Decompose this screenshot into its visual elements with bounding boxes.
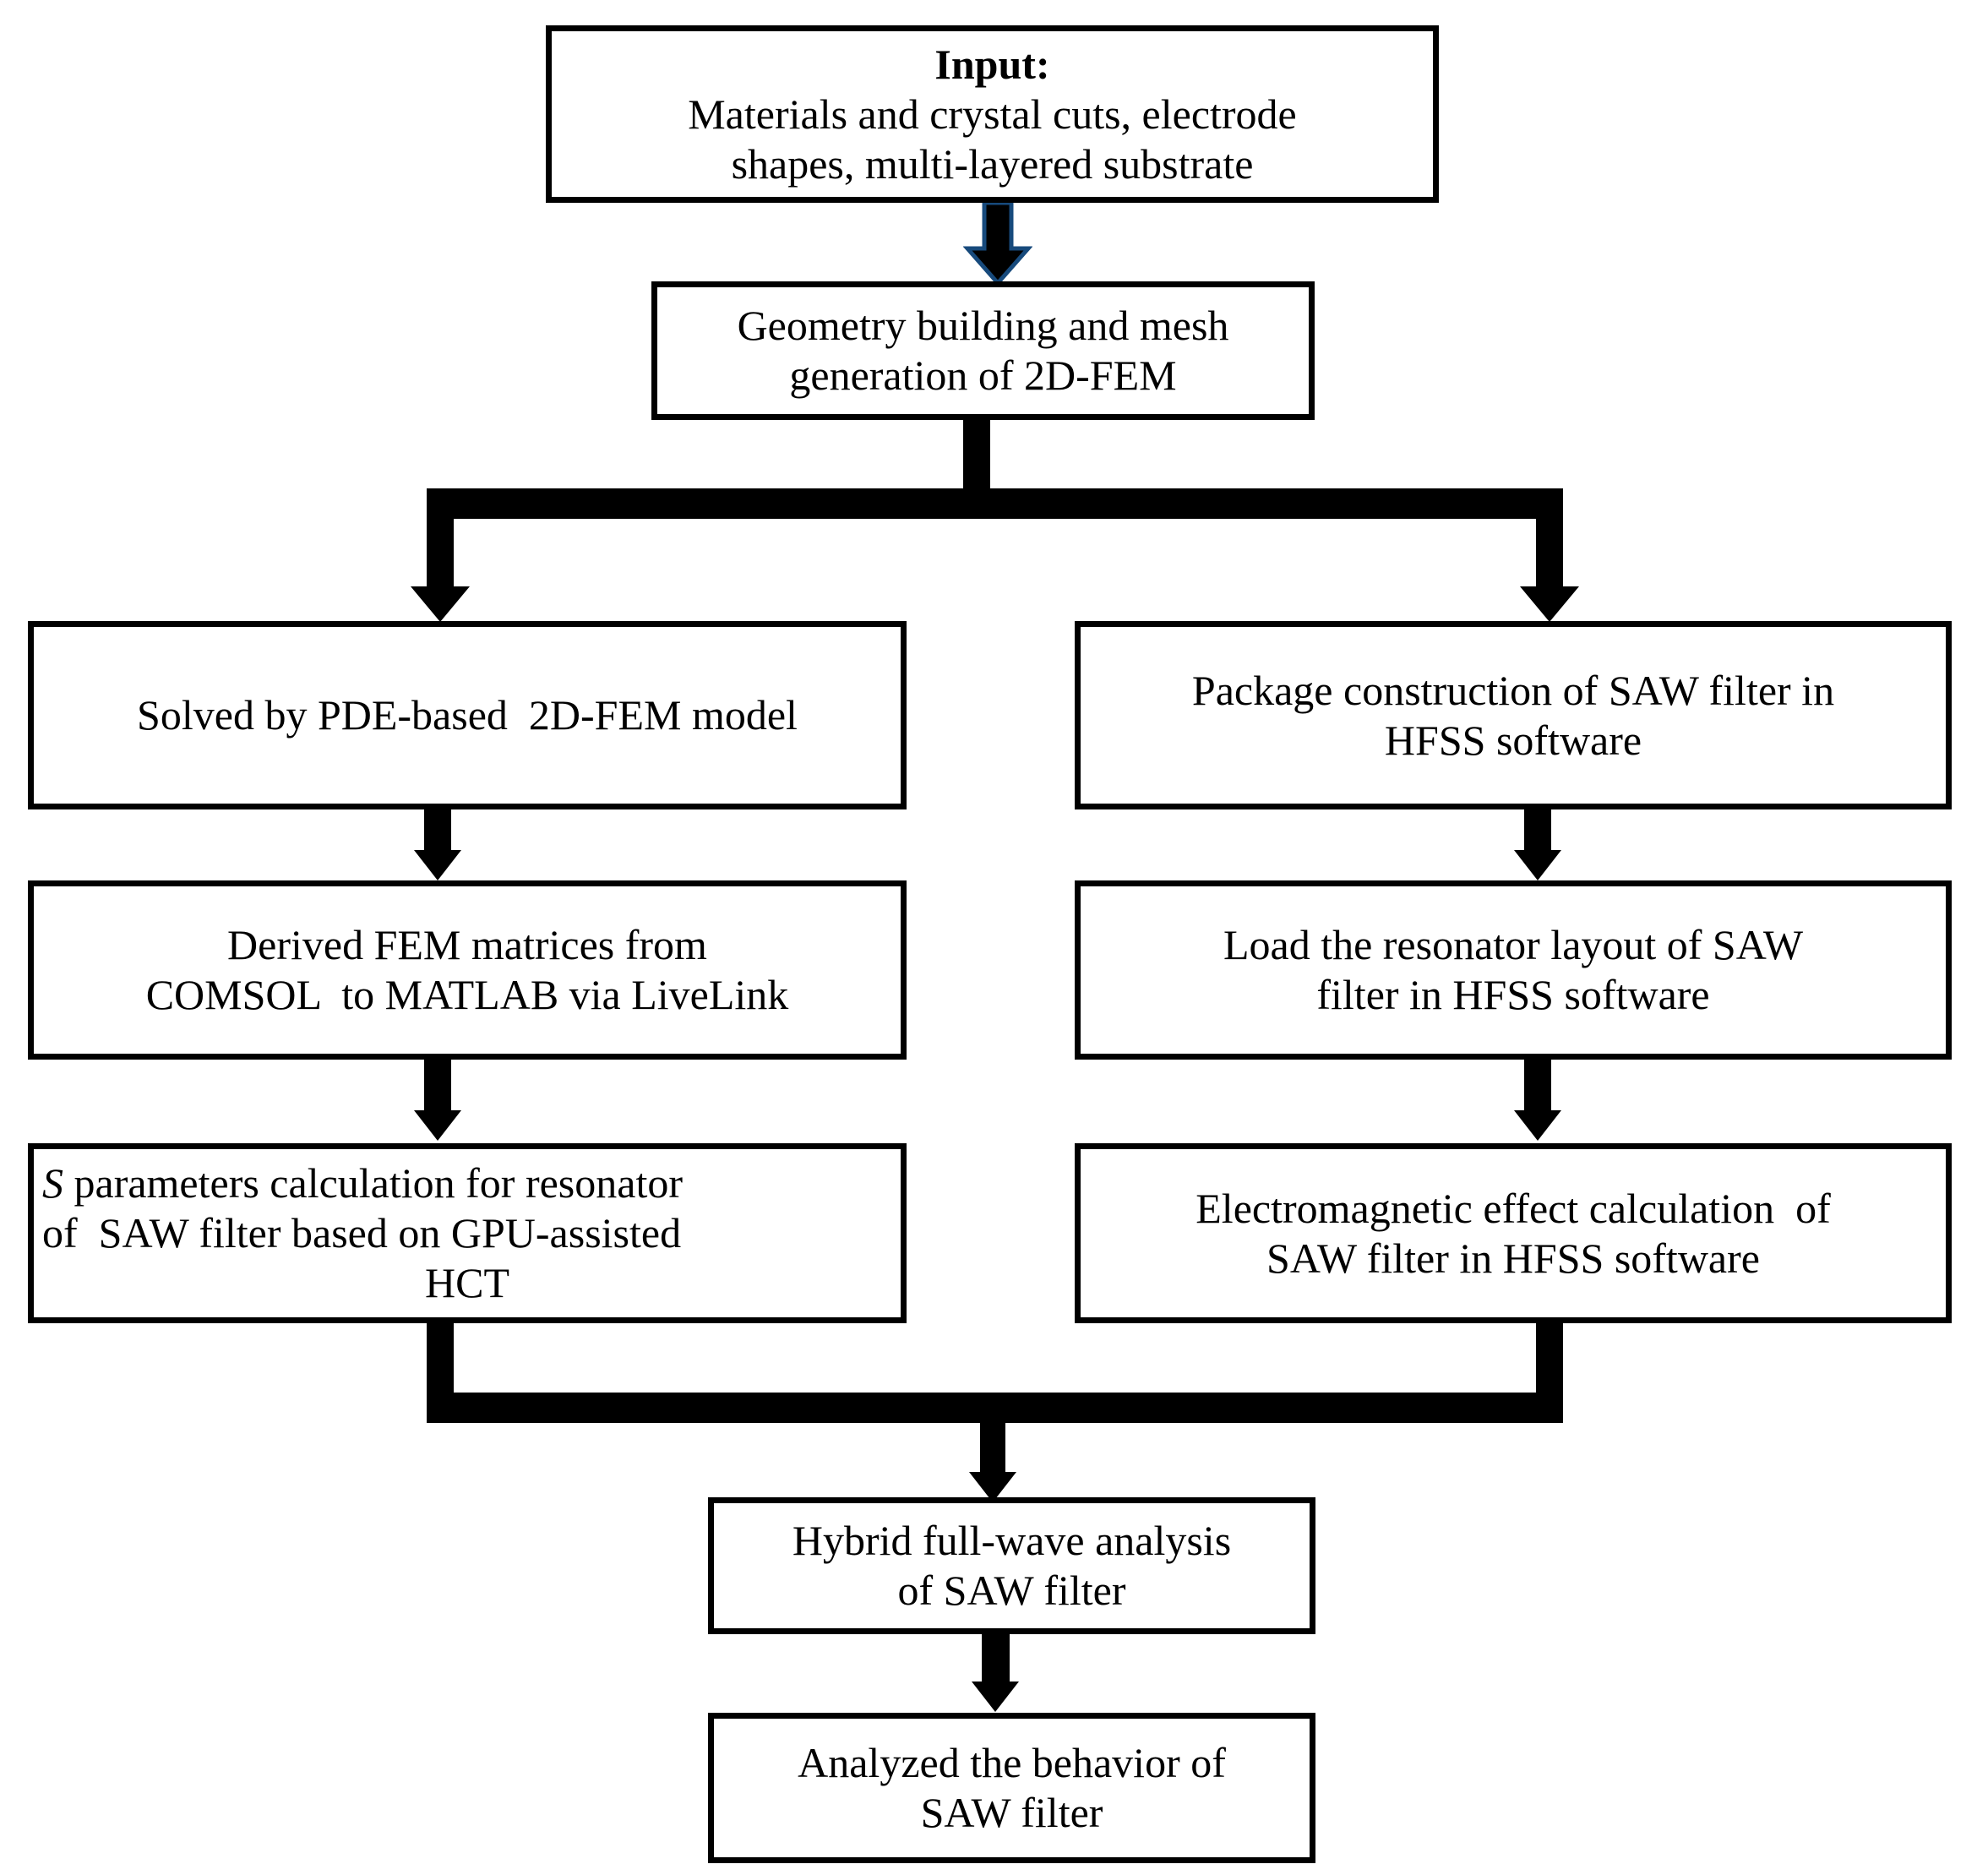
node-em-effect: Electromagnetic effect calculation of SA… [1075,1143,1952,1323]
connector-geometry-stem [963,420,990,494]
connector-hybrid-to-analyzed-stem [982,1634,1010,1685]
node-input-heading: Input: [934,40,1050,88]
node-s-parameters-line3: HCT [425,1259,509,1306]
node-em-effect-line2: SAW filter in HFSS software [1266,1234,1760,1282]
connector-package-hfss-arrowhead [1514,850,1561,880]
node-input-line1: Materials and crystal cuts, electrode [688,90,1297,138]
node-derived-matrices: Derived FEM matrices from COMSOL to MATL… [28,880,907,1060]
node-hybrid-analysis-line2: of SAW filter [897,1567,1126,1614]
connector-split-left-stem [427,488,454,588]
connector-solved-fem-arrowhead [414,850,461,880]
node-load-layout: Load the resonator layout of SAW filter … [1075,880,1952,1060]
node-s-parameters-symbol: S [42,1159,63,1207]
node-load-layout-line1: Load the resonator layout of SAW [1223,921,1804,968]
connector-merge-bus [427,1393,1563,1423]
connector-derived-matrices-arrowhead [414,1110,461,1141]
node-geometry-line1: Geometry building and mesh [737,302,1229,349]
connector-split-left-arrowhead [411,586,470,622]
node-s-parameters-line1-text: parameters calculation for resonator [63,1159,683,1207]
node-solved-fem-line1: Solved by PDE-based 2D-FEM model [137,691,798,739]
connector-package-hfss-stem [1524,809,1551,853]
node-analyzed-behavior: Analyzed the behavior of SAW filter [708,1713,1315,1863]
node-em-effect-line1: Electromagnetic effect calculation of [1196,1184,1831,1232]
connector-input-to-geometry [962,200,1033,286]
node-package-hfss: Package construction of SAW filter in HF… [1075,621,1952,809]
node-solved-fem: Solved by PDE-based 2D-FEM model [28,621,907,809]
connector-hybrid-to-analyzed-arrowhead [972,1682,1019,1712]
node-derived-matrices-line1: Derived FEM matrices from [227,921,707,968]
node-input: Input: Materials and crystal cuts, elect… [546,25,1439,203]
node-load-layout-line2: filter in HFSS software [1316,971,1710,1018]
node-derived-matrices-line2: COMSOL to MATLAB via LiveLink [145,971,789,1018]
node-s-parameters: S parameters calculation for resonator o… [28,1143,907,1323]
connector-split-right-stem [1536,488,1563,588]
node-hybrid-analysis: Hybrid full-wave analysis of SAW filter [708,1497,1315,1634]
node-hybrid-analysis-line1: Hybrid full-wave analysis [792,1517,1232,1564]
connector-derived-matrices-stem [424,1060,451,1112]
connector-merge-center-stem [980,1423,1005,1475]
node-analyzed-behavior-line1: Analyzed the behavior of [798,1739,1226,1786]
node-package-hfss-line1: Package construction of SAW filter in [1191,666,1835,714]
node-geometry-line2: generation of 2D-FEM [789,352,1177,399]
connector-solved-fem-stem [424,809,451,853]
node-input-line2: shapes, multi-layered substrate [731,139,1254,188]
node-s-parameters-line1: S parameters calculation for resonator [42,1158,892,1208]
connector-load-layout-stem [1524,1060,1551,1112]
connector-split-right-arrowhead [1520,586,1579,622]
node-package-hfss-line2: HFSS software [1384,716,1642,764]
connector-load-layout-arrowhead [1514,1110,1561,1141]
node-analyzed-behavior-line2: SAW filter [920,1789,1103,1836]
arrow-down-icon [962,200,1033,286]
connector-split-bus [427,488,1563,519]
node-geometry: Geometry building and mesh generation of… [651,281,1315,420]
node-s-parameters-line2: of SAW filter based on GPU-assisted [42,1209,682,1256]
